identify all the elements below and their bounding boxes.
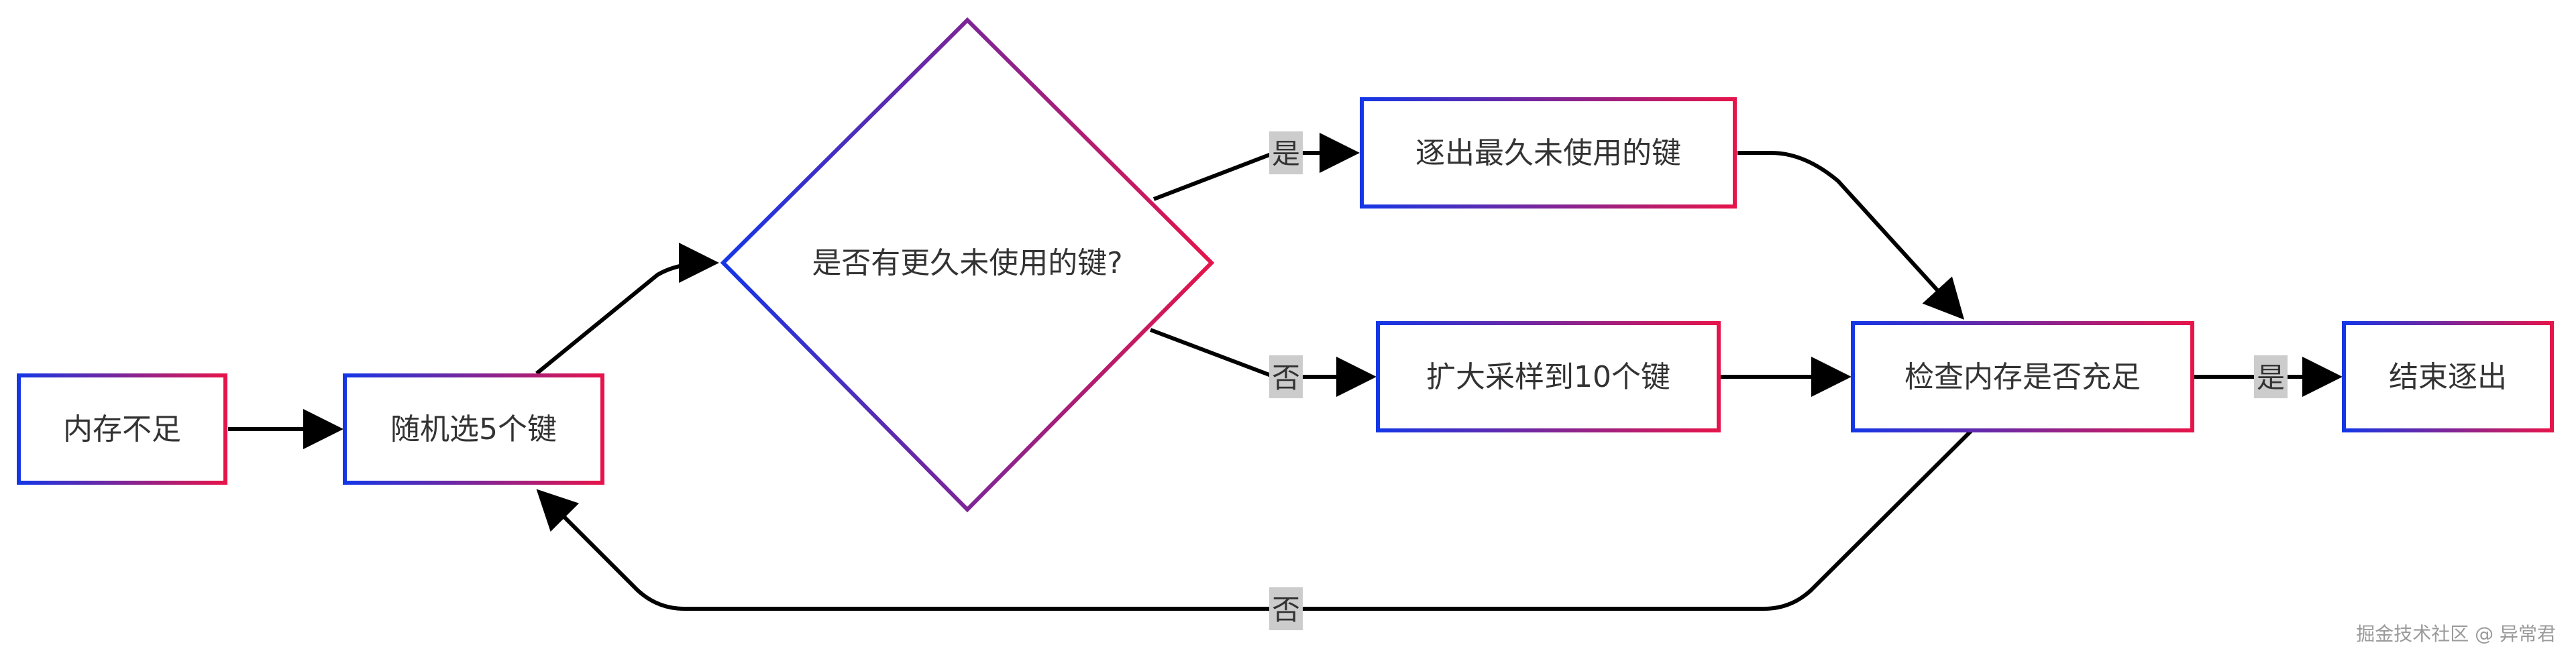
watermark: 掘金技术社区 @ 异常君 [2356, 623, 2556, 645]
svg-text:是: 是 [1272, 137, 1300, 170]
svg-text:否: 否 [1272, 593, 1300, 626]
edge-label-no-expand: 否 [1269, 355, 1303, 398]
svg-text:是否有更久未使用的键?: 是否有更久未使用的键? [812, 246, 1122, 280]
edge-decision-to-expand [1149, 328, 1377, 397]
node-decision[interactable]: 是否有更久未使用的键? [720, 17, 1215, 513]
node-expand-sample[interactable]: 扩大采样到10个键 [1376, 321, 1721, 432]
node-end-eviction[interactable]: 结束逐出 [2342, 321, 2554, 432]
edge-check-to-select [536, 429, 1973, 611]
node-check-memory[interactable]: 检查内存是否充足 [1851, 321, 2194, 432]
svg-text:随机选5个键: 随机选5个键 [390, 412, 557, 447]
svg-text:结束逐出: 结束逐出 [2389, 360, 2507, 394]
svg-text:逐出最久未使用的键: 逐出最久未使用的键 [1415, 136, 1681, 170]
node-random-select[interactable]: 随机选5个键 [343, 373, 604, 485]
svg-text:扩大采样到10个键: 扩大采样到10个键 [1426, 360, 1670, 394]
edge-decision-to-evict [1152, 133, 1360, 201]
edge-evict-to-check [1737, 151, 1965, 320]
edge-label-yes-evict: 是 [1269, 131, 1303, 174]
svg-text:是: 是 [2257, 361, 2285, 394]
svg-text:否: 否 [1272, 361, 1300, 394]
node-insufficient-memory[interactable]: 内存不足 [17, 373, 227, 485]
svg-text:内存不足: 内存不足 [63, 412, 181, 447]
svg-text:检查内存是否充足: 检查内存是否充足 [1904, 360, 2141, 394]
edge-label-yes-end: 是 [2254, 355, 2288, 398]
edge-label-no-loop: 否 [1269, 587, 1303, 630]
edge-select-to-decision [535, 243, 719, 375]
node-evict-lru[interactable]: 逐出最久未使用的键 [1360, 97, 1737, 209]
